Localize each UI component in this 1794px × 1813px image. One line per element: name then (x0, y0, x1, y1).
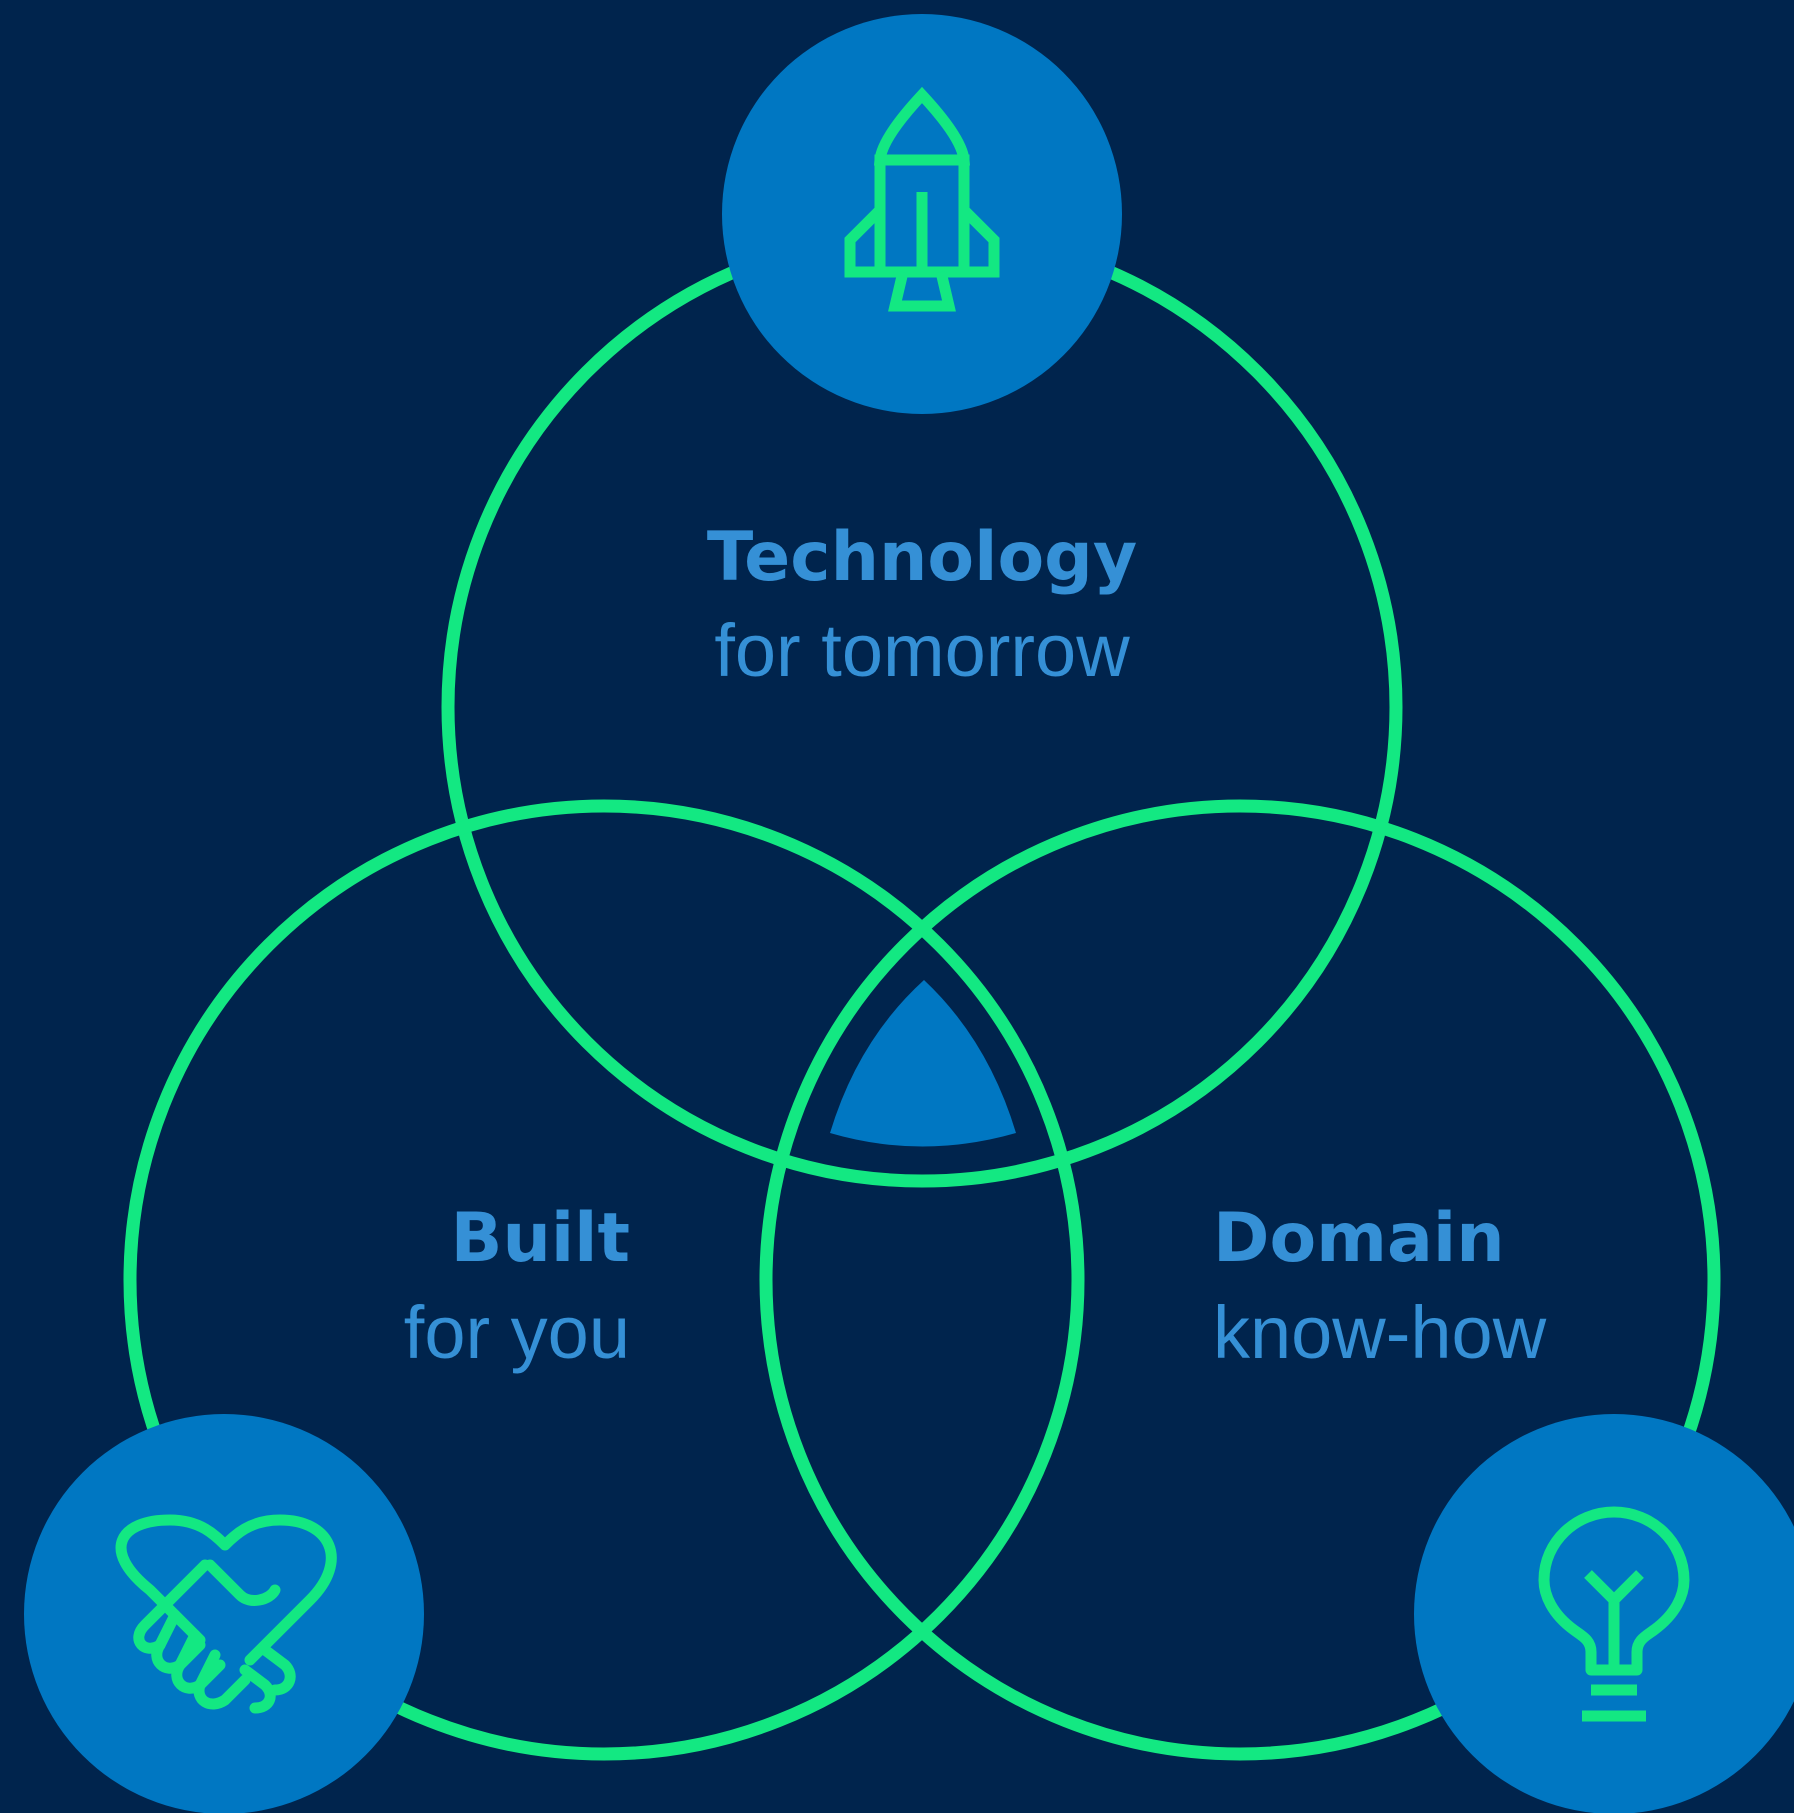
handshake-heart-icon (115, 1514, 337, 1714)
circle-built (123, 799, 1085, 1761)
rocket-icon (844, 86, 1000, 312)
badge-built (24, 1414, 424, 1813)
center-intersection-wedge (830, 980, 1016, 1147)
badge-domain (1414, 1414, 1794, 1813)
built-subtitle: for you (403, 1291, 630, 1374)
lightbulb-icon (1538, 1506, 1690, 1722)
technology-title: Technology (706, 518, 1138, 597)
built-title: Built (450, 1199, 630, 1278)
domain-subtitle: know-how (1213, 1291, 1547, 1374)
circle-domain (759, 799, 1721, 1761)
technology-subtitle: for tomorrow (714, 609, 1130, 692)
domain-title: Domain (1213, 1199, 1505, 1278)
badge-technology (722, 14, 1122, 414)
